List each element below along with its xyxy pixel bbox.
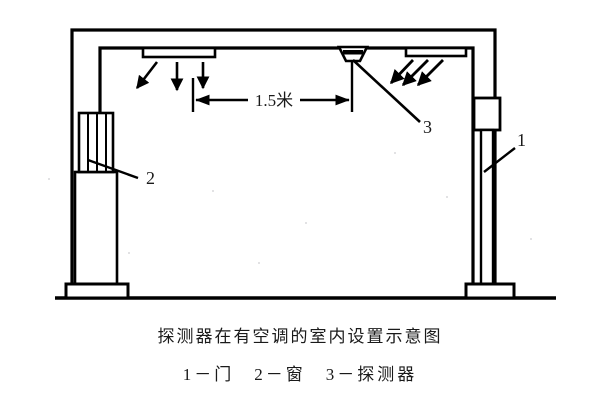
figure-caption-title: 探测器在有空调的室内设置示意图 [157,327,443,346]
window-column-footing [64,282,130,300]
door-assembly [464,96,516,300]
door-column-footing [464,282,516,300]
door-leaf [479,128,495,286]
vent-right-airflow-arrow-1 [417,59,444,86]
vent-right-airflow-arrow-2 [402,59,429,86]
vent-left-grille [141,46,217,59]
dimension-label: 1.5米 [255,91,293,110]
air-supply-vent-right [389,46,468,86]
figure-caption-legend: 1－门 2－窗 3－探测器 [182,365,418,384]
dimension-1_5m [191,60,354,112]
door-head-box [472,96,502,132]
window-lower-column [73,170,119,286]
label-detector-number: 3 [423,117,432,137]
label-door-number: 1 [517,130,526,150]
door-leader-line [483,147,516,173]
vent-right-grille [404,46,468,58]
room-shell-inner [98,46,475,298]
detector-device [336,45,421,123]
label-window-number: 2 [146,168,155,188]
vent-right-airflow-arrow-3 [389,59,415,85]
window-leader-line [87,158,139,180]
air-supply-vent-left [135,46,217,92]
detector-sensor-band [343,50,363,55]
detector-leader-line [352,59,421,123]
window-assembly [64,111,139,300]
vent-left-airflow-arrow-1 [135,61,159,90]
